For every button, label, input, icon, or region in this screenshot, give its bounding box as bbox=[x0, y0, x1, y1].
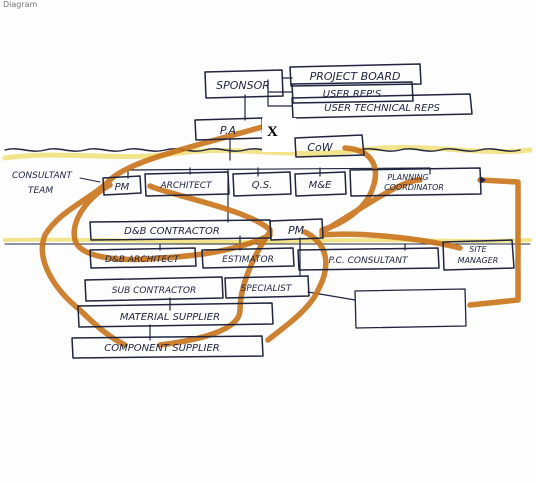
node-component-supplier: COMPONENT SUPPLIER bbox=[71, 335, 264, 359]
node-cow: CoW bbox=[294, 134, 365, 158]
orange-route-2 bbox=[71, 182, 273, 263]
node-pm-mid: PM bbox=[269, 218, 324, 241]
node-qs: Q.S. bbox=[232, 171, 292, 197]
node-db-architect-label: D&B ARCHITECT bbox=[105, 255, 181, 265]
node-qs-label: Q.S. bbox=[252, 180, 273, 191]
node-estimator: ESTIMATOR bbox=[201, 247, 295, 269]
orange-route-1 bbox=[39, 124, 265, 348]
node-architect: ARCHITECT bbox=[144, 171, 230, 197]
wavy-line-top bbox=[4, 148, 521, 152]
consultant-team-line2: TEAM bbox=[28, 186, 53, 196]
node-pa-label: P.A bbox=[220, 124, 236, 137]
node-planning-coordinator: PLANNING COORDINATOR bbox=[349, 167, 486, 197]
node-mande: M&E bbox=[294, 171, 347, 197]
node-component-supplier-label: COMPONENT SUPPLIER bbox=[104, 343, 219, 354]
node-mande-label: M&E bbox=[309, 180, 332, 191]
arrow-icon-planning bbox=[480, 176, 486, 184]
node-sub-contractor: SUB CONTRACTOR bbox=[84, 276, 224, 302]
connector-db-row bbox=[159, 235, 406, 251]
node-user-reps-label: USER REP'S bbox=[323, 89, 382, 100]
orange-route-9 bbox=[467, 177, 521, 308]
node-project-board: PROJECT BOARD bbox=[289, 63, 422, 87]
node-estimator-label: ESTIMATOR bbox=[222, 255, 274, 265]
marker-x: X bbox=[262, 118, 296, 152]
node-specialist: SPECIALIST bbox=[224, 275, 310, 299]
marker-x-label: X bbox=[267, 124, 278, 140]
connector-board bbox=[267, 77, 293, 107]
connector-lines bbox=[127, 77, 431, 341]
node-planning-line1: PLANNING bbox=[387, 173, 428, 182]
node-pm-top-label: PM bbox=[115, 182, 130, 193]
node-user-technical-reps-label: USER TECHNICAL REPS bbox=[324, 103, 440, 114]
node-db-architect: D&B ARCHITECT bbox=[89, 247, 197, 269]
node-specialist-label: SPECIALIST bbox=[241, 284, 293, 294]
node-sponsor-label: SPONSOR bbox=[216, 79, 270, 92]
node-empty-box bbox=[354, 288, 467, 329]
orange-route-5 bbox=[265, 229, 329, 343]
header-fragment: Diagram bbox=[3, 0, 38, 9]
marker-x-backdrop bbox=[262, 118, 296, 152]
label-consultant-team: CONSULTANT TEAM bbox=[12, 171, 101, 196]
node-planning-line2: COORDINATOR bbox=[384, 183, 444, 192]
node-cow-label: CoW bbox=[307, 141, 333, 154]
node-pc-consultant-label: P.C. CONSULTANT bbox=[329, 256, 409, 266]
connector-team-bus bbox=[127, 167, 431, 179]
orange-route-4 bbox=[157, 229, 273, 348]
orange-route-8 bbox=[319, 145, 379, 233]
node-user-reps: USER REP'S bbox=[291, 81, 414, 104]
orange-route-3 bbox=[147, 183, 273, 233]
node-site-line2: MANAGER bbox=[458, 256, 499, 265]
consultant-team-line1: CONSULTANT bbox=[12, 171, 73, 181]
node-material-supplier-label: MATERIAL SUPPLIER bbox=[120, 312, 220, 323]
node-db-contractor-label: D&B CONTRACTOR bbox=[124, 226, 220, 237]
node-pc-consultant: P.C. CONSULTANT bbox=[297, 247, 440, 271]
node-project-board-label: PROJECT BOARD bbox=[310, 70, 401, 83]
node-sponsor: SPONSOR bbox=[204, 69, 284, 99]
node-user-technical-reps: USER TECHNICAL REPS bbox=[291, 93, 473, 119]
node-pm-top: PM bbox=[102, 175, 142, 196]
node-site-line1: SITE bbox=[469, 245, 487, 254]
node-sub-contractor-label: SUB CONTRACTOR bbox=[112, 286, 196, 296]
node-architect-label: ARCHITECT bbox=[159, 181, 213, 191]
orange-route-6 bbox=[319, 231, 463, 251]
node-material-supplier: MATERIAL SUPPLIER bbox=[77, 302, 274, 328]
node-site-manager: SITE MANAGER bbox=[442, 239, 515, 271]
node-pm-mid-label: PM bbox=[288, 224, 305, 237]
orange-marker-routes bbox=[39, 124, 521, 348]
node-db-contractor: D&B CONTRACTOR bbox=[89, 219, 272, 241]
